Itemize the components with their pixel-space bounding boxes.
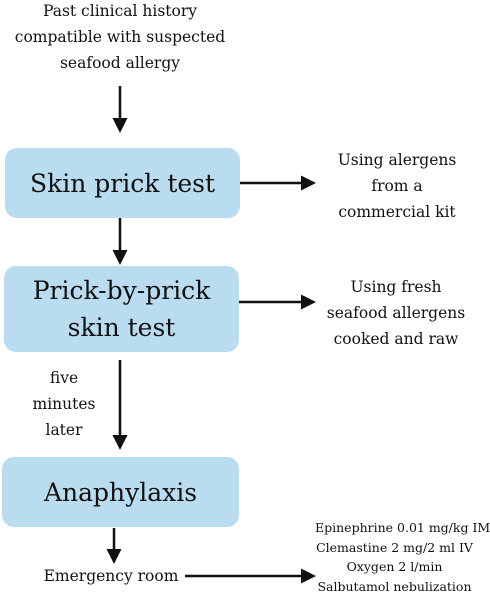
treatment-item: Epinephrine 0.01 mg/kg IM (315, 518, 474, 538)
treatment-item: Salbutamol nebulization (315, 577, 474, 596)
treatment-item: Clemastine 2 mg/2 ml IV (315, 538, 474, 558)
prick-by-prick-note: Using fresh seafood allergens cooked and… (318, 274, 474, 352)
skin-prick-test-box: Skin prick test (5, 148, 240, 218)
skin-prick-test-label: Skin prick test (30, 165, 215, 202)
emergency-room-label: Emergency room (36, 563, 186, 589)
treatment-item: Oxygen 2 l/min (315, 557, 474, 577)
skin-prick-note: Using alergens from a commercial kit (322, 147, 472, 225)
clinical-history-text: Past clinical history compatible with su… (10, 0, 230, 76)
prick-by-prick-label-line1: Prick-by-prick (33, 272, 211, 309)
anaphylaxis-box: Anaphylaxis (2, 457, 239, 527)
anaphylaxis-label: Anaphylaxis (44, 474, 197, 511)
delay-note: five minutes later (20, 365, 108, 443)
prick-by-prick-label-line2: skin test (33, 309, 211, 346)
prick-by-prick-box: Prick-by-prick skin test (4, 266, 239, 352)
treatment-list: Epinephrine 0.01 mg/kg IM Clemastine 2 m… (315, 518, 474, 596)
